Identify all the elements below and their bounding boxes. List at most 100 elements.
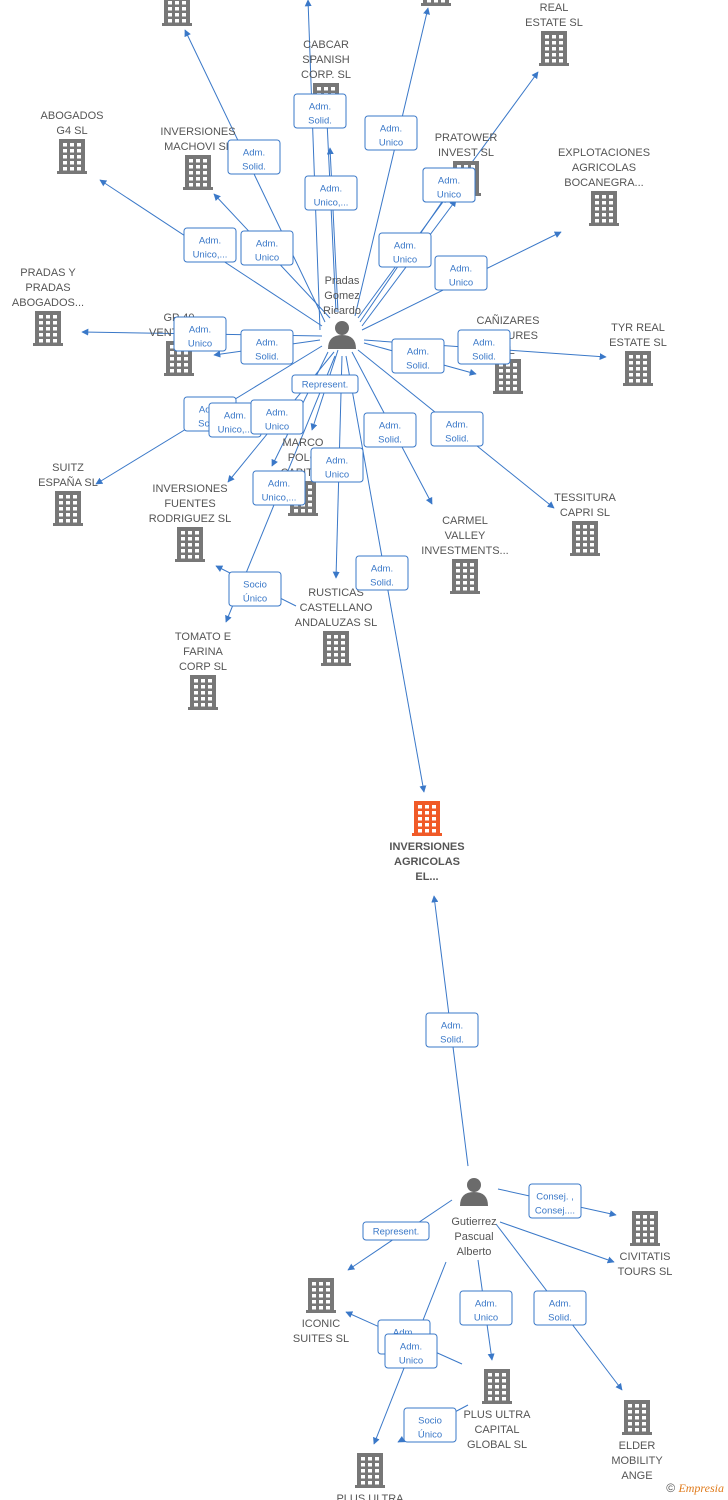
edge-label-box[interactable]	[364, 115, 418, 151]
edge-label-box[interactable]	[425, 1012, 479, 1048]
edge-label-gutierrez-iconic[interactable]: Represent.	[362, 1221, 430, 1241]
edge-label-box[interactable]	[362, 1221, 430, 1241]
edge-label-pradas-abogados[interactable]: Adm.Unico,...	[183, 227, 237, 263]
building-window	[182, 13, 186, 17]
edge-label-gutierrez-civitatis[interactable]: Consej. ,Consej....	[528, 1183, 582, 1219]
edge-label-pradas-bocanegra[interactable]: Adm.Unico	[434, 255, 488, 291]
building-window	[470, 563, 474, 567]
building-window	[184, 369, 188, 373]
edge-label-pradas-pratower[interactable]: Adm.Unico	[378, 232, 432, 268]
edge-label-pradas-cabcar[interactable]: Adm.Unico,...	[304, 175, 358, 211]
edge-label-box[interactable]	[250, 399, 304, 435]
building-window	[168, 19, 172, 23]
edge-label-pradas-marco[interactable]: Represent.	[291, 374, 359, 394]
edge-label-box[interactable]	[183, 227, 237, 263]
edge-label-gutierrez-plusultra[interactable]: Adm.Unico	[459, 1290, 513, 1326]
company-node-pradasab[interactable]: PRADAS YPRADASABOGADOS...	[12, 267, 84, 346]
node-label: CIVITATIS	[620, 1251, 671, 1263]
company-node-carmel[interactable]: CARMELVALLEYINVESTMENTS...	[421, 515, 509, 594]
edge-label-box[interactable]	[173, 316, 227, 352]
edge-label-box[interactable]	[304, 175, 358, 211]
edge-label-gutierrez-plusultra2[interactable]: Adm.Unico	[384, 1333, 438, 1369]
edge-label-box[interactable]	[422, 167, 476, 203]
edge-label-pradas-fuentes[interactable]: Adm.Unico	[250, 399, 304, 435]
edge-label-box[interactable]	[403, 1407, 457, 1443]
company-node-focus[interactable]: INVERSIONESAGRICOLASEL...	[389, 801, 465, 883]
edge-label-box[interactable]	[459, 1290, 513, 1326]
edge-label-box[interactable]	[227, 139, 281, 175]
edge-label-box[interactable]	[457, 329, 511, 365]
building-window	[590, 537, 594, 541]
edge-label-box[interactable]	[528, 1183, 582, 1219]
edge-label-pradas-machovi[interactable]: Adm.Unico	[240, 230, 294, 266]
edge-label-box[interactable]	[228, 571, 282, 607]
edge-label-box[interactable]	[391, 338, 445, 374]
edge-label-pradas-focus[interactable]: Adm.Solid.	[355, 555, 409, 591]
edge-label-pradas-pratower[interactable]: Adm.Unico	[422, 167, 476, 203]
building-window	[368, 1469, 372, 1473]
company-node-plusultra2[interactable]: PLUS ULTRA	[336, 1453, 404, 1500]
edge-label-pradas-tyr[interactable]: Adm.Solid.	[457, 329, 511, 365]
edge-label-box[interactable]	[533, 1290, 587, 1326]
edge-label-text: Único	[418, 1430, 442, 1441]
edge-label-box[interactable]	[355, 555, 409, 591]
edge-label-pradas-top2[interactable]: Adm.Unico	[364, 115, 418, 151]
edge-label-box[interactable]	[310, 447, 364, 483]
company-node-top1[interactable]	[162, 0, 192, 26]
edge-label-box[interactable]	[378, 232, 432, 268]
building-window	[488, 1391, 492, 1395]
edge-label-box[interactable]	[240, 230, 294, 266]
edge-label-gutierrez-focus[interactable]: Adm.Solid.	[425, 1012, 479, 1048]
edge-label-pradas-pradasab[interactable]: Adm.Unico	[173, 316, 227, 352]
building-base	[162, 23, 192, 26]
edge-label-pradas-gp40[interactable]: Adm.Solid.	[240, 329, 294, 365]
node-label: ELDER	[619, 1440, 656, 1452]
edge-label-pradas-marco[interactable]: Adm.Unico,...	[208, 402, 262, 438]
edge-label-box[interactable]	[291, 374, 359, 394]
edge-label-gutierrez-civitatis[interactable]: Adm.Solid.	[533, 1290, 587, 1326]
edge-label-pradas-tomato[interactable]: Adm.Unico,...	[252, 470, 306, 506]
edge-label-box[interactable]	[293, 93, 347, 129]
brand-logo[interactable]: Empresia	[678, 1481, 724, 1495]
building-window	[642, 1404, 646, 1408]
building-window	[642, 1410, 646, 1414]
edge-label-pradas-rusticas[interactable]: Adm.Unico	[310, 447, 364, 483]
edge-label-pradas-canizares[interactable]: Adm.Solid.	[391, 338, 445, 374]
edge-label-pradas-tessitura[interactable]: Adm.Solid.	[430, 411, 484, 447]
edge-label-pradas-machovi[interactable]: Adm.Solid.	[227, 139, 281, 175]
edge-label-box[interactable]	[430, 411, 484, 447]
edge-label-box[interactable]	[252, 470, 306, 506]
edge-label-pradas-cabcar[interactable]: Adm.Solid.	[293, 93, 347, 129]
edge-label-text: Adm.	[446, 420, 468, 431]
node-label: PLUS ULTRA	[336, 1493, 404, 1500]
building-icon	[33, 311, 63, 346]
edge-label-box[interactable]	[434, 255, 488, 291]
edge-label-text: Adm.	[224, 411, 246, 422]
edge-label-box[interactable]	[384, 1333, 438, 1369]
edge-label-pradas-carmel[interactable]: Adm.Solid.	[363, 412, 417, 448]
building-window	[418, 823, 422, 827]
building-icon	[493, 359, 523, 394]
company-node-top2[interactable]	[421, 0, 451, 6]
building-window	[488, 1373, 492, 1377]
edge-label-box[interactable]	[240, 329, 294, 365]
company-node-bocanegra[interactable]: EXPLOTACIONESAGRICOLASBOCANEGRA...	[558, 147, 650, 226]
edge-label-box[interactable]	[363, 412, 417, 448]
